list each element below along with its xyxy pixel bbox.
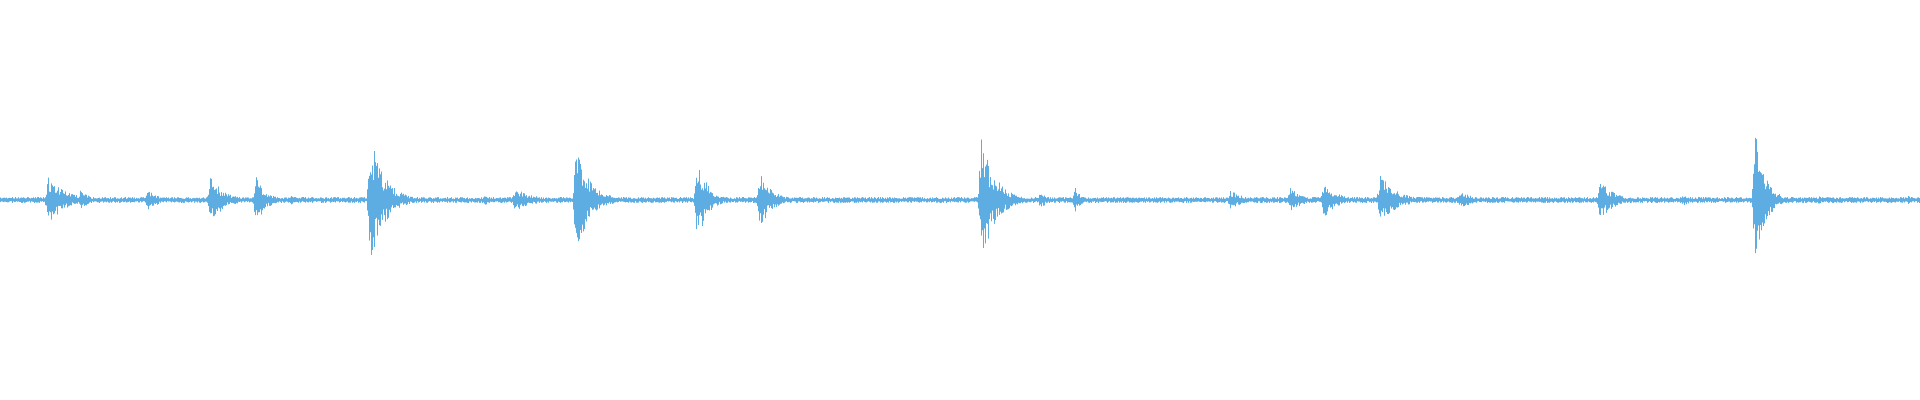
waveform-samples [0,137,1920,255]
